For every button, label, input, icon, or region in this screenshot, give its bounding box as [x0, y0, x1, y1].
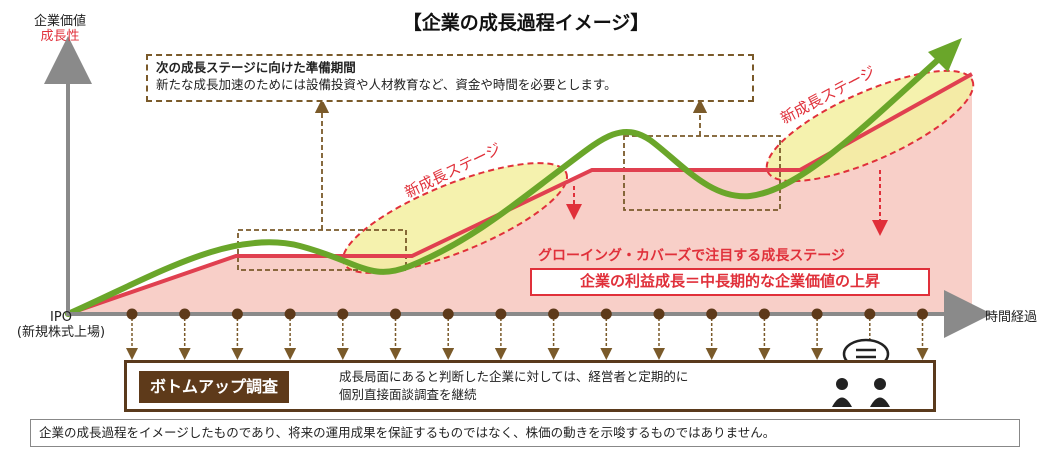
- value-arrowhead: [928, 38, 962, 72]
- timeline-dot: [706, 308, 718, 320]
- value-curve: [65, 55, 943, 317]
- timeline-dot: [600, 308, 612, 320]
- prep-note-heading: 次の成長ステージに向けた準備期間: [156, 60, 356, 75]
- prep-box-2: [623, 135, 781, 211]
- y-axis-label: 企業価値 成長性: [34, 14, 86, 44]
- timeline-dot: [442, 308, 454, 320]
- bottomup-badge: ボトムアップ調査: [139, 371, 289, 403]
- timeline-dot: [337, 308, 349, 320]
- bottomup-text: 成長局面にあると判断した企業に対しては、経営者と定期的に 個別直接面談調査を継続: [339, 368, 688, 404]
- timeline-dot: [231, 308, 243, 320]
- diagram-title: 【企業の成長過程イメージ】: [402, 12, 650, 34]
- timeline-dot: [653, 308, 665, 320]
- timeline-dot: [917, 308, 928, 320]
- timeline-dot: [811, 308, 823, 320]
- timeline-dot: [179, 308, 191, 320]
- disclaimer: 企業の成長過程をイメージしたものであり、将来の運用成果を保証するものではなく、株…: [30, 419, 1020, 447]
- ipo-label: IPO (新規株式上場): [6, 310, 116, 340]
- ipo-label-line2: (新規株式上場): [16, 325, 106, 340]
- bottomup-line2: 個別直接面談調査を継続: [339, 387, 477, 402]
- timeline-dot: [758, 308, 770, 320]
- growth-area: [68, 74, 972, 314]
- prep-note: 次の成長ステージに向けた準備期間 新たな成長加速のためには設備投資や人材教育など…: [146, 54, 754, 102]
- equation-box: 企業の利益成長＝中長期的な企業価値の上昇: [530, 268, 930, 296]
- x-axis-label: 時間経過: [985, 310, 1038, 325]
- bottomup-box: ボトムアップ調査 成長局面にあると判断した企業に対しては、経営者と定期的に 個別…: [124, 360, 936, 412]
- prep-note-body: 新たな成長加速のためには設備投資や人材教育など、資金や時間を必要とします。: [156, 77, 617, 92]
- timeline-dot: [548, 308, 560, 320]
- timeline-dot: [495, 308, 507, 320]
- timeline-dot: [126, 308, 138, 320]
- timeline-markers: [126, 308, 929, 360]
- y-axis-label-line1: 企業価値: [34, 14, 87, 29]
- timeline-dot: [284, 308, 296, 320]
- ipo-label-line1: IPO: [50, 310, 72, 325]
- timeline-dot: [390, 308, 401, 320]
- y-axis-label-line2: 成長性: [40, 29, 80, 44]
- focus-label: グローイング・カバーズで注目する成長ステージ: [538, 248, 846, 264]
- bottomup-line1: 成長局面にあると判断した企業に対しては、経営者と定期的に: [339, 369, 689, 384]
- timeline-dot: [864, 308, 876, 320]
